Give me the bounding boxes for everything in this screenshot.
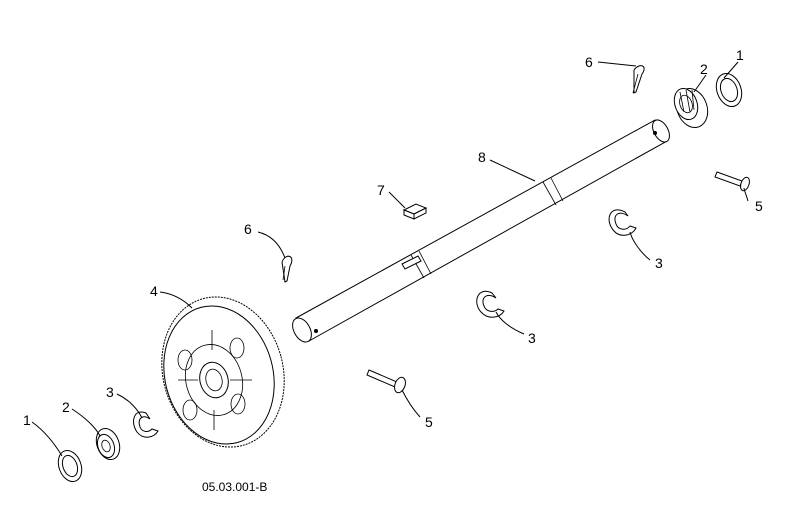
callout-gear: 4 bbox=[150, 283, 158, 299]
gear-part bbox=[161, 296, 285, 448]
drawing-code: 05.03.001-B bbox=[202, 480, 267, 494]
callout-washer-left: 1 bbox=[23, 412, 31, 428]
callout-pin-left: 6 bbox=[244, 221, 252, 237]
eclip-center-part bbox=[476, 290, 505, 318]
clevis-pin-center-part bbox=[366, 369, 406, 394]
bearing-right-part bbox=[673, 88, 709, 128]
washer-left-part bbox=[57, 450, 83, 482]
callout-labels: 1 2 6 8 7 6 4 5 3 3 5 3 2 1 bbox=[23, 47, 763, 430]
callout-pin-right: 6 bbox=[585, 54, 593, 70]
callout-eclip-center: 3 bbox=[528, 330, 536, 346]
eclip-right-part bbox=[608, 209, 637, 236]
clevis-pin-right-part bbox=[714, 171, 750, 192]
key-part bbox=[402, 203, 428, 220]
eclip-left-part bbox=[133, 411, 159, 438]
leader-lines bbox=[31, 61, 749, 457]
washer-right-part bbox=[715, 73, 743, 107]
callout-bolt-center: 5 bbox=[425, 414, 433, 430]
callout-eclip-right: 3 bbox=[655, 255, 663, 271]
callout-key: 7 bbox=[377, 182, 385, 198]
callout-washer-right: 1 bbox=[736, 47, 744, 63]
callout-bearing-right: 2 bbox=[700, 61, 708, 77]
callout-bolt-right: 5 bbox=[755, 198, 763, 214]
bearing-left-part bbox=[95, 428, 121, 460]
callout-shaft: 8 bbox=[478, 149, 486, 165]
cotter-pin-right-part bbox=[632, 65, 645, 94]
cotter-pin-left-part bbox=[281, 255, 293, 283]
shaft-part bbox=[292, 119, 670, 343]
callout-eclip-left: 3 bbox=[106, 384, 114, 400]
callout-bearing-left: 2 bbox=[62, 399, 70, 415]
